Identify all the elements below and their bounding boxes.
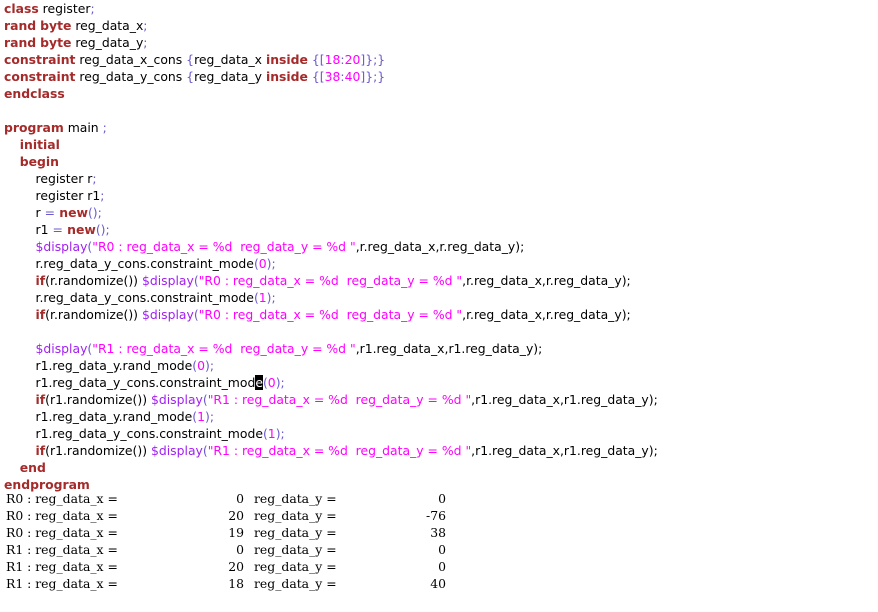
code-line-16: r.reg_data_y_cons.constraint_mode(0); — [35, 256, 276, 271]
code-line-5: constraint reg_data_y_cons {reg_data_y i… — [4, 69, 386, 84]
code-line-3: rand byte reg_data_y; — [4, 35, 148, 50]
code-line-21: $display("R1 : reg_data_x = %d reg_data_… — [35, 341, 543, 356]
code-line-blank — [4, 102, 878, 119]
text-cursor[interactable]: e — [255, 375, 263, 390]
code-line-23: r1.reg_data_y_cons.constraint_mode(0); — [35, 375, 285, 390]
code-line-24: if(r1.randomize()) $display("R1 : reg_da… — [35, 392, 658, 407]
code-line-1: class register; — [4, 1, 95, 16]
code-line-12: register r1; — [35, 188, 105, 203]
code-line-18: r.reg_data_y_cons.constraint_mode(1); — [35, 290, 276, 305]
code-line-17: if(r.randomize()) $display("R0 : reg_dat… — [35, 273, 631, 288]
code-line-27: if(r1.randomize()) $display("R1 : reg_da… — [35, 443, 658, 458]
code-line-22: r1.reg_data_y.rand_mode(0); — [35, 358, 215, 373]
code-line-2: rand byte reg_data_x; — [4, 18, 148, 33]
code-line-11: register r; — [35, 171, 97, 186]
code-line-19: if(r.randomize()) $display("R0 : reg_dat… — [35, 307, 631, 322]
code-line-15: $display("R0 : reg_data_x = %d reg_data_… — [35, 239, 525, 254]
code-line-8: program main ; — [4, 120, 107, 135]
code-line-29: endprogram — [4, 477, 90, 492]
code-line-blank — [4, 323, 878, 340]
code-line-13: r = new(); — [35, 205, 102, 220]
code-line-10: begin — [19, 154, 59, 169]
code-editor[interactable]: class register; rand byte reg_data_x; ra… — [4, 0, 878, 493]
code-line-25: r1.reg_data_y.rand_mode(1); — [35, 409, 215, 424]
code-line-9: initial — [19, 137, 60, 152]
code-line-28: end — [19, 460, 46, 475]
code-line-26: r1.reg_data_y_cons.constraint_mode(1); — [35, 426, 285, 441]
code-line-14: r1 = new(); — [35, 222, 110, 237]
keyword: class — [4, 1, 39, 16]
code-line-4: constraint reg_data_x_cons {reg_data_x i… — [4, 52, 386, 67]
code-line-6: endclass — [4, 86, 65, 101]
